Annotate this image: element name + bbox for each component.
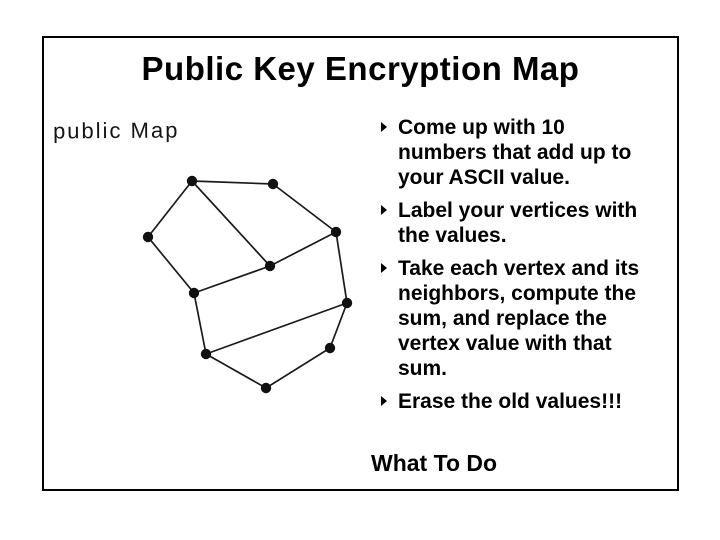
- public-map-handwritten-label: public Map: [52, 117, 180, 144]
- graph-edge: [147, 236, 195, 294]
- bullet-text: Label your vertices with the values.: [398, 199, 638, 247]
- graph-vertex: [264, 260, 276, 272]
- graph-vertex: [267, 178, 279, 190]
- graph-edge: [191, 180, 274, 185]
- bullet-text: Take each vertex and its neighbors, comp…: [398, 257, 640, 380]
- bullet-list: Come up with 10 numbers that add up to y…: [381, 115, 683, 422]
- right-triangle-arrow-icon: [381, 263, 387, 273]
- footer-label: What To Do: [371, 450, 498, 476]
- bullet-text: Erase the old values!!!: [398, 390, 623, 413]
- slide-title: Public Key Encryption Map: [141, 50, 580, 87]
- graph-vertex: [341, 297, 353, 309]
- graph-vertex: [186, 175, 198, 187]
- bullet-item: Come up with 10 numbers that add up to y…: [381, 115, 683, 190]
- bullet-item: Erase the old values!!!: [381, 389, 683, 414]
- right-triangle-arrow-icon: [381, 396, 387, 406]
- right-triangle-arrow-icon: [381, 205, 387, 215]
- graph-vertex: [324, 342, 336, 354]
- bullet-item: Take each vertex and its neighbors, comp…: [381, 256, 683, 381]
- slide: Public Key Encryption Map public Map Com…: [42, 36, 679, 491]
- graph-edge: [191, 180, 271, 267]
- graph-vertex: [142, 231, 154, 243]
- graph-edge: [147, 180, 193, 238]
- graph-edge: [193, 265, 271, 294]
- graph-edge: [193, 292, 207, 355]
- graph-vertex: [260, 382, 272, 394]
- bullet-text: Come up with 10 numbers that add up to y…: [398, 116, 632, 189]
- graph-edge: [265, 347, 331, 389]
- graph-edge: [329, 302, 348, 349]
- graph-edge: [205, 353, 267, 389]
- graph-vertex: [188, 287, 200, 299]
- bullet-item: Label your vertices with the values.: [381, 198, 683, 248]
- graph-vertex: [200, 348, 212, 360]
- graph-edge: [205, 302, 348, 355]
- right-triangle-arrow-icon: [381, 122, 387, 132]
- graph-vertex: [330, 226, 342, 238]
- graph-edge: [335, 231, 348, 304]
- graph-edge: [269, 231, 337, 267]
- graph-edge: [272, 183, 337, 233]
